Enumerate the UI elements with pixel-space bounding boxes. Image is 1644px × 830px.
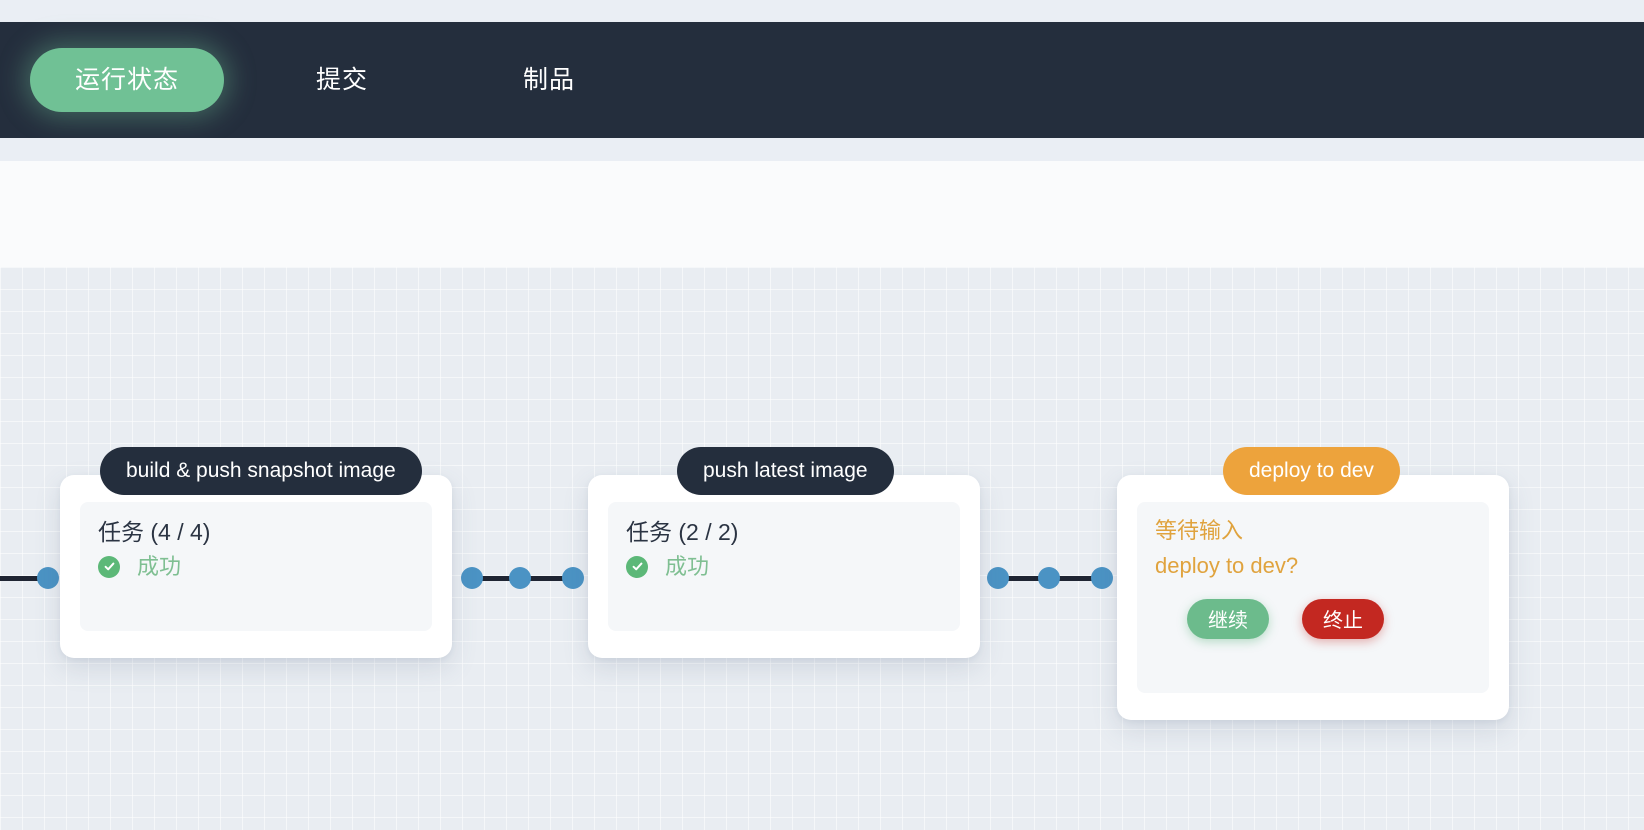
connector-dot — [1038, 567, 1060, 589]
node-status: 成功 — [98, 553, 414, 579]
node-card[interactable]: 等待输入 deploy to dev? 继续 终止 — [1117, 475, 1509, 720]
tab-artifacts[interactable]: 制品 — [523, 65, 576, 94]
check-circle-icon — [626, 555, 648, 578]
node-action-row: 继续 终止 — [1155, 598, 1471, 639]
abort-button[interactable]: 终止 — [1302, 598, 1384, 639]
node-status-label: 成功 — [665, 553, 710, 579]
connector-dot — [562, 567, 584, 589]
node-wait-title: 等待输入 — [1155, 518, 1244, 543]
tab-commits[interactable]: 提交 — [316, 65, 369, 94]
connector-dot — [1091, 567, 1113, 589]
connector-line — [0, 576, 45, 581]
node-status-label: 成功 — [137, 553, 182, 579]
node-card[interactable]: 任务 (2 / 2) 成功 — [588, 475, 980, 658]
node-status: 成功 — [626, 553, 942, 579]
node-task-count: 任务 (2 / 2) — [626, 519, 739, 545]
sub-header-band — [0, 138, 1644, 161]
connector-dot — [461, 567, 483, 589]
connector-dot — [37, 567, 59, 589]
connector-dot — [509, 567, 531, 589]
node-card-inner: 等待输入 deploy to dev? 继续 终止 — [1137, 502, 1489, 693]
node-card-inner: 任务 (2 / 2) 成功 — [608, 502, 960, 631]
connector-dot — [987, 567, 1009, 589]
tab-run-status[interactable]: 运行状态 — [30, 48, 225, 112]
pipeline-canvas[interactable]: build & push snapshot image 任务 (4 / 4) 成… — [0, 267, 1644, 830]
node-title-pill[interactable]: deploy to dev — [1223, 447, 1400, 495]
node-title-pill[interactable]: push latest image — [677, 447, 894, 495]
tab-list: 运行状态 提交 制品 — [0, 22, 575, 138]
continue-button[interactable]: 继续 — [1187, 598, 1269, 639]
node-task-count: 任务 (4 / 4) — [98, 519, 211, 545]
top-strip — [0, 0, 1644, 22]
node-card[interactable]: 任务 (4 / 4) 成功 — [60, 475, 452, 658]
node-title-pill[interactable]: build & push snapshot image — [100, 447, 422, 495]
sub-header-panel — [0, 161, 1644, 267]
check-circle-icon — [98, 555, 120, 578]
node-wait-question: deploy to dev? — [1155, 553, 1299, 579]
navbar: 运行状态 提交 制品 — [0, 22, 1644, 138]
node-card-inner: 任务 (4 / 4) 成功 — [80, 502, 432, 631]
